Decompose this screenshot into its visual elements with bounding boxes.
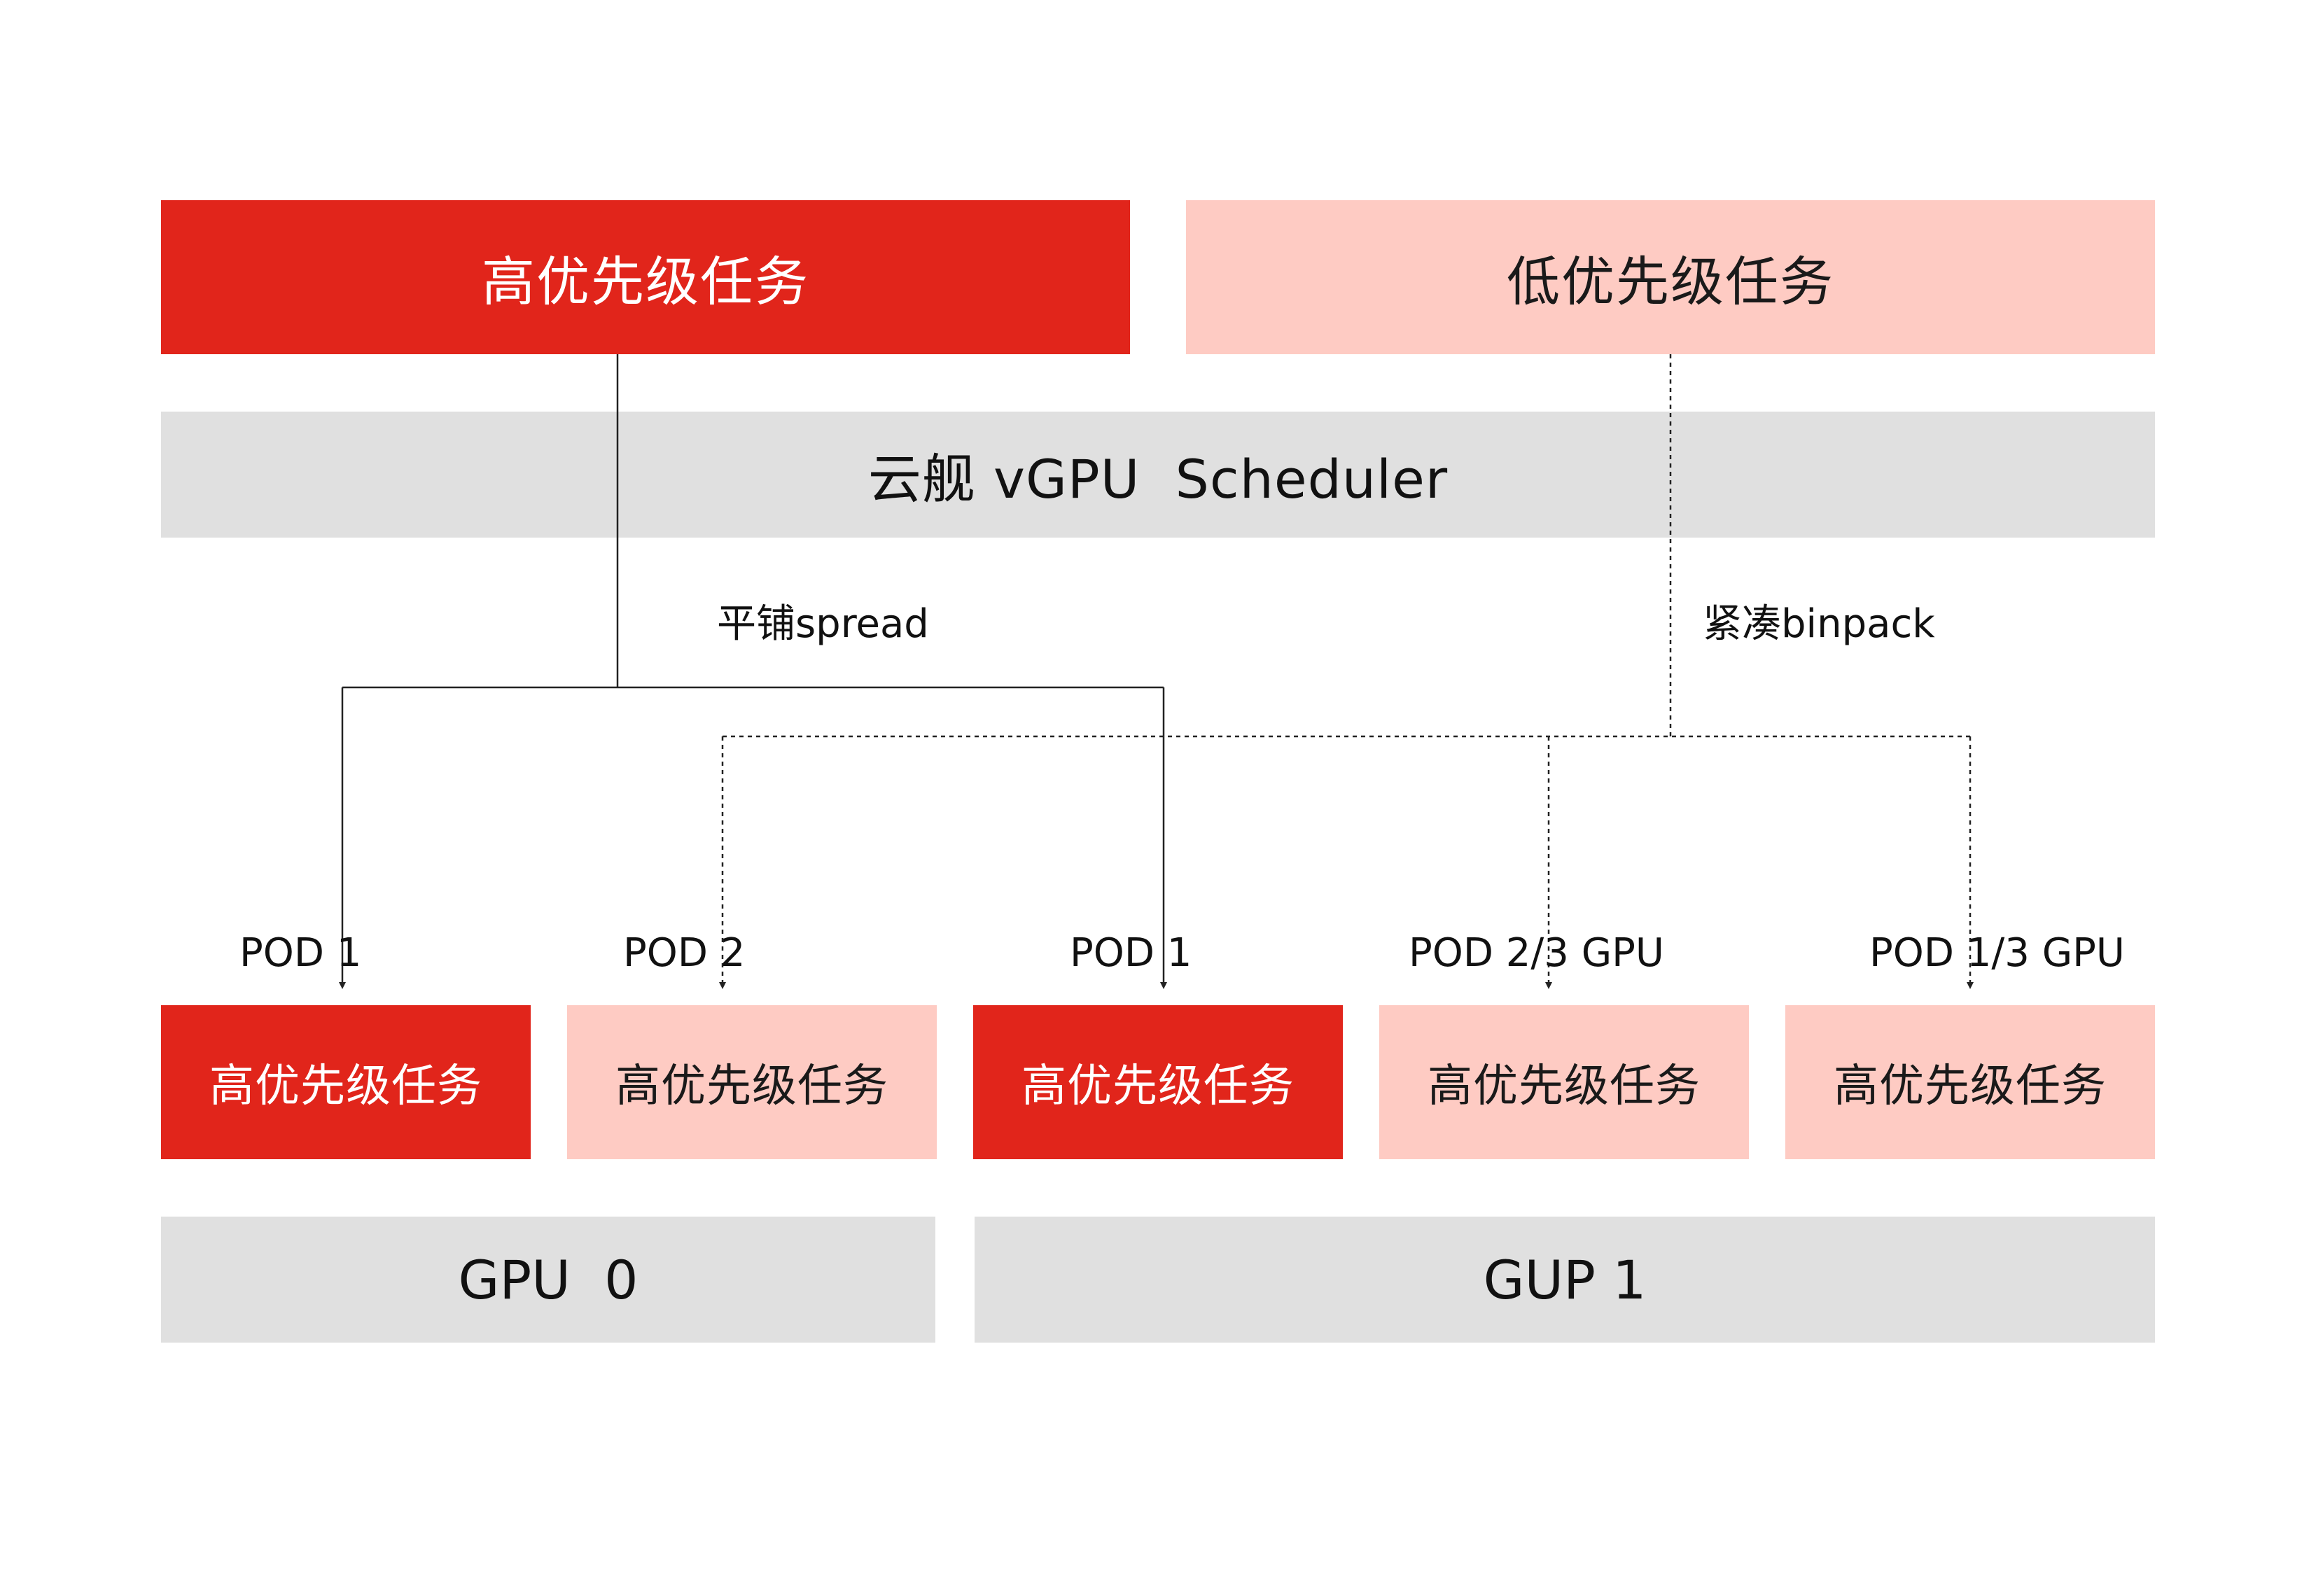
binpack-connector (719, 354, 1974, 989)
pod-task-label-2: 高优先级任务 (615, 1060, 888, 1112)
gpu-1-label: GUP 1 (1483, 1248, 1647, 1311)
pod-task-label-5: 高优先级任务 (1834, 1060, 2107, 1112)
gpu-0-label: GPU 0 (458, 1248, 639, 1311)
high-priority-task-label: 高优先级任务 (482, 251, 809, 313)
low-priority-task-label: 低优先级任务 (1507, 251, 1834, 313)
pod-label-1: POD 1 (239, 930, 362, 976)
pod-task-box-5: 高优先级任务 (1785, 1005, 2155, 1159)
pod-label-4: POD 2/3 GPU (1409, 930, 1664, 976)
pod-label-3: POD 1 (1070, 930, 1192, 976)
pod-label-5: POD 1/3 GPU (1869, 930, 2125, 976)
low-priority-task-box: 低优先级任务 (1186, 200, 2155, 354)
high-priority-task-box: 高优先级任务 (161, 200, 1130, 354)
gpu-0-bar: GPU 0 (161, 1217, 935, 1343)
scheduler-bar: 云舰 vGPU Scheduler (161, 412, 2155, 538)
pod-task-label-1: 高优先级任务 (209, 1060, 482, 1112)
pod-task-label-3: 高优先级任务 (1021, 1060, 1295, 1112)
pod-task-box-2: 高优先级任务 (567, 1005, 937, 1159)
pod-task-box-1: 高优先级任务 (161, 1005, 531, 1159)
binpack-strategy-label: 紧凑binpack (1703, 601, 1935, 647)
spread-strategy-label: 平铺spread (717, 601, 929, 647)
pod-task-box-3: 高优先级任务 (973, 1005, 1343, 1159)
gpu-1-bar: GUP 1 (975, 1217, 2155, 1343)
pod-task-box-4: 高优先级任务 (1379, 1005, 1749, 1159)
pod-task-label-4: 高优先级任务 (1428, 1060, 1701, 1112)
scheduler-label: 云舰 vGPU Scheduler (867, 448, 1449, 510)
spread-connector (339, 354, 1167, 989)
pod-label-2: POD 2 (623, 930, 746, 976)
